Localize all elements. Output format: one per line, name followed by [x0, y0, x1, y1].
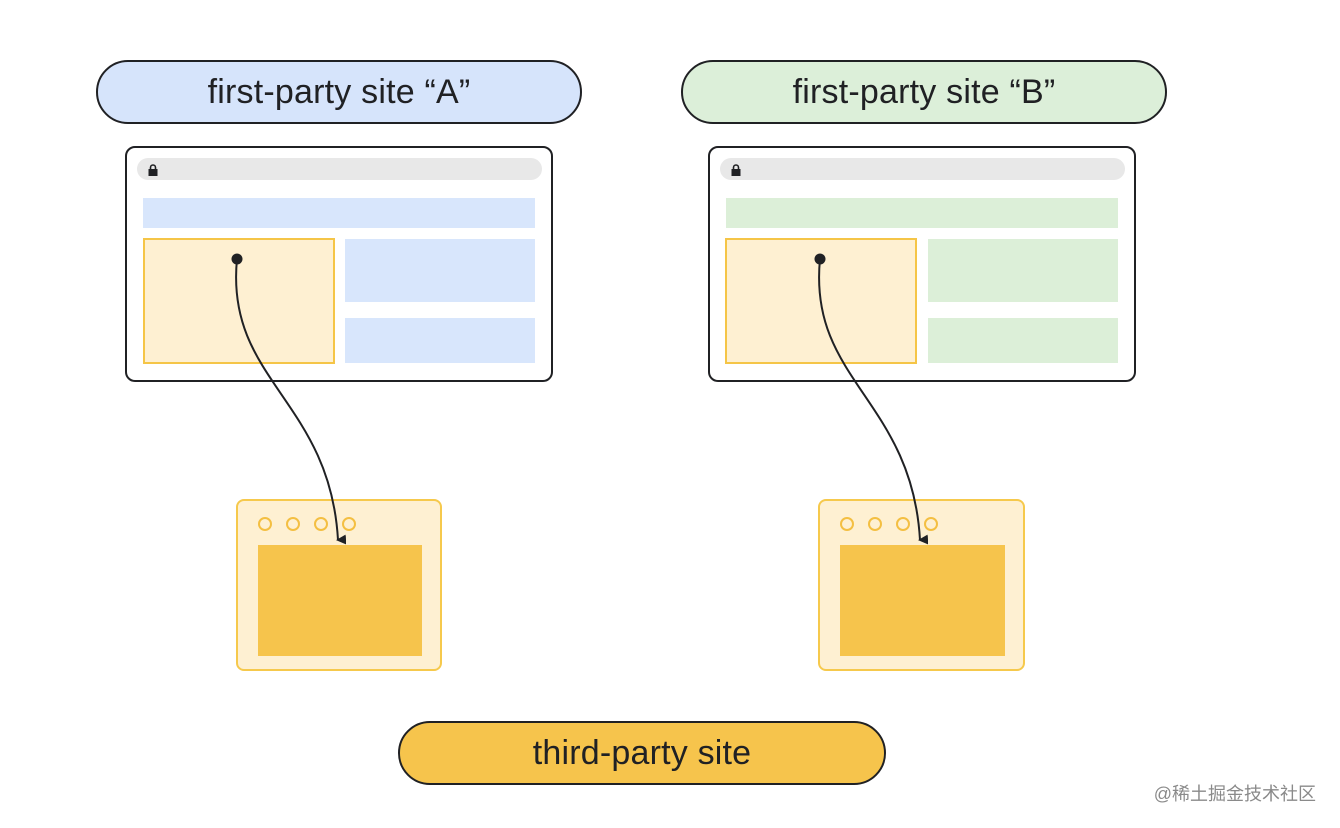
site-a-label: first-party site “A” [96, 60, 582, 124]
site-a-content-block [345, 318, 535, 363]
third-party-content-b [840, 545, 1005, 656]
site-a-address-bar [137, 158, 542, 180]
site-b-iframe-slot [725, 238, 917, 364]
site-b-label: first-party site “B” [681, 60, 1167, 124]
site-a-header-block [143, 198, 535, 228]
circle-icon [896, 517, 910, 531]
circle-icon [286, 517, 300, 531]
circle-icon [924, 517, 938, 531]
third-party-window-a [236, 499, 442, 671]
watermark: @稀土掘金技术社区 [1153, 784, 1316, 804]
third-party-label: third-party site [398, 721, 886, 785]
site-a-label-text: first-party site “A” [207, 72, 471, 111]
circle-icon [342, 517, 356, 531]
site-a-iframe-slot [143, 238, 335, 364]
site-b-content-block [928, 318, 1118, 363]
circle-icon [314, 517, 328, 531]
third-party-content-a [258, 545, 422, 656]
third-party-window-b [818, 499, 1025, 671]
site-b-address-bar [720, 158, 1125, 180]
site-b-header-block [726, 198, 1118, 228]
circle-icon [840, 517, 854, 531]
site-b-content-block [928, 239, 1118, 302]
lock-icon [148, 164, 158, 176]
circle-icon [258, 517, 272, 531]
circle-icon [868, 517, 882, 531]
site-a-content-block [345, 239, 535, 302]
site-b-label-text: first-party site “B” [792, 72, 1056, 111]
lock-icon [731, 164, 741, 176]
site-b-browser-window [708, 146, 1136, 382]
third-party-label-text: third-party site [532, 733, 752, 772]
site-a-browser-window [125, 146, 553, 382]
